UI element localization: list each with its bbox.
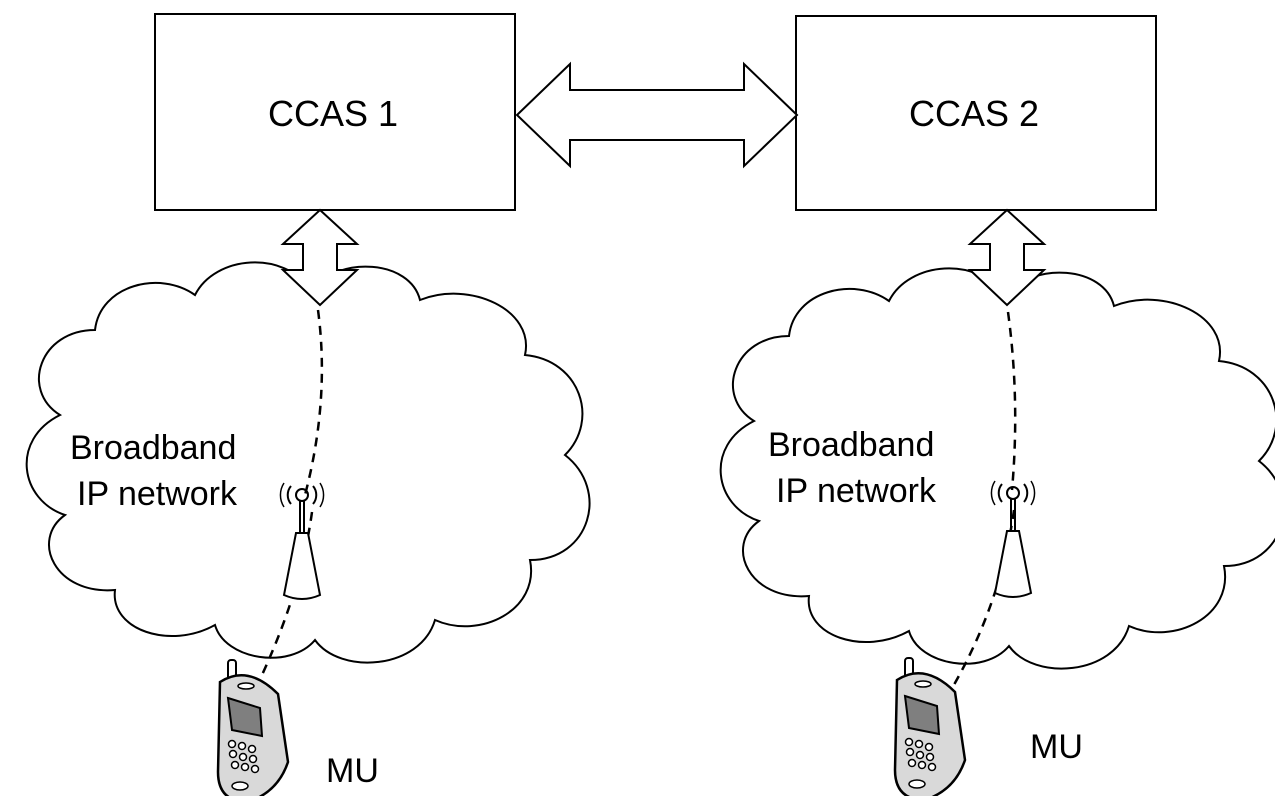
network-right-line1: Broadband — [768, 426, 934, 464]
ccas1-label: CCAS 1 — [268, 93, 398, 134]
mobile-phone-icon-left — [216, 658, 290, 796]
mobile-phone-icon-right — [893, 656, 967, 796]
mu-left-label: MU — [326, 752, 379, 790]
mu-right-label: MU — [1030, 728, 1083, 766]
ccas2-label: CCAS 2 — [909, 93, 1039, 134]
network-cloud-right — [719, 267, 1275, 670]
network-right-line2: IP network — [776, 472, 937, 510]
ccas1-network-double-arrow — [280, 208, 360, 307]
ccas1-box: CCAS 1 — [154, 13, 516, 211]
ccas2-network-double-arrow — [967, 208, 1047, 307]
ccas2-box: CCAS 2 — [795, 15, 1157, 211]
network-left-line2: IP network — [77, 475, 238, 513]
ccas-link-double-arrow — [515, 61, 799, 169]
network-left-line1: Broadband — [70, 429, 236, 467]
